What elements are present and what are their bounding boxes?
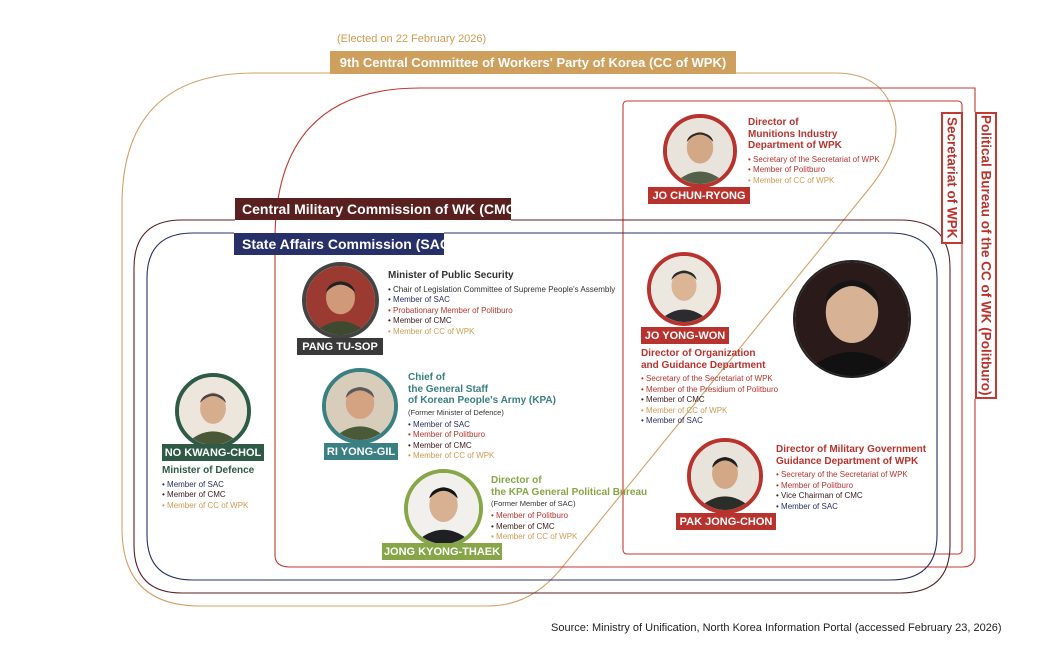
role-item: Secretary of the Secretariat of WPK xyxy=(776,470,926,481)
title-line: Minister of Public Security xyxy=(388,270,514,281)
person-icon xyxy=(306,266,375,335)
title-line: and Guidance Department xyxy=(641,359,766,371)
title-line: Director of Military Government xyxy=(776,444,927,455)
nametag-jong-kyong-thaek: JONG KYONG-THAEK xyxy=(382,543,502,560)
person-icon xyxy=(691,442,759,510)
role-item: Member of Politburo xyxy=(748,165,880,176)
role-item: Member of the Presidium of Politburo xyxy=(641,385,778,396)
role-item: Secretary of the Secretariat of WPK xyxy=(748,155,880,166)
title-line: Munitions Industry xyxy=(748,128,838,140)
secretariat-label: Secretariat of WPK xyxy=(941,112,963,244)
info-jo-chun-ryong: Director of Munitions Industry Departmen… xyxy=(748,117,880,186)
role-item: Probationary Member of Politburo xyxy=(388,306,615,317)
former-role-note: (Former Minister of Defence) xyxy=(408,407,504,417)
portrait-large-leader xyxy=(793,260,911,378)
cmc-label: Central Military Commission of WK (CMC) xyxy=(235,198,520,220)
person-icon xyxy=(667,118,733,184)
cc-wpk-label: 9th Central Committee of Workers' Party … xyxy=(330,51,736,74)
person-icon xyxy=(326,372,394,440)
role-item: Member of SAC xyxy=(388,295,615,306)
role-item: Member of CC of WPK xyxy=(641,406,778,417)
title-line: Director of Organization xyxy=(641,348,756,359)
title-line: Department of WPK xyxy=(748,140,842,151)
role-item: Member of CMC xyxy=(641,395,778,406)
role-item: Member of SAC xyxy=(776,502,926,513)
portrait-pang-tu-sop xyxy=(302,262,379,339)
info-ri-yong-gil: Chief of the General Staff of Korean Peo… xyxy=(408,372,556,462)
role-item: Vice Chairman of CMC xyxy=(776,491,926,502)
role-item: Member of SAC xyxy=(162,480,254,491)
role-item: Member of CMC xyxy=(491,522,647,533)
person-icon xyxy=(408,473,479,544)
role-item: Member of Politburo xyxy=(491,511,647,522)
info-no-kwang-chol: Minister of Defence Member of SAC Member… xyxy=(162,465,254,511)
portrait-jong-kyong-thaek xyxy=(404,469,483,548)
nametag-ri-yong-gil: RI YONG-GIL xyxy=(324,443,398,460)
role-item: Member of CC of WPK xyxy=(491,532,647,543)
role-item: Member of CMC xyxy=(408,441,556,452)
title-line: Chief of xyxy=(408,372,446,383)
source-note: Source: Ministry of Unification, North K… xyxy=(551,622,1002,634)
info-pang-tu-sop: Minister of Public Security Chair of Leg… xyxy=(388,270,615,337)
title-line: Minister of Defence xyxy=(162,465,255,476)
person-icon xyxy=(179,377,247,445)
title-line: Director of xyxy=(491,475,542,486)
politburo-label: Political Bureau of the CC of WK (Politb… xyxy=(975,112,997,399)
title-line: the KPA General Political Bureau xyxy=(491,486,648,498)
role-item: Member of Politburo xyxy=(408,430,556,441)
title-line: Director of xyxy=(748,117,799,128)
info-jong-kyong-thaek: Director of the KPA General Political Bu… xyxy=(491,475,647,543)
portrait-no-kwang-chol xyxy=(175,373,251,449)
nametag-jo-yong-won: JO YONG-WON xyxy=(641,327,729,344)
portrait-ri-yong-gil xyxy=(322,368,398,444)
former-role-note: (Former Member of SAC) xyxy=(491,499,576,508)
role-item: Member of SAC xyxy=(641,416,778,427)
portrait-jo-chun-ryong xyxy=(663,114,737,188)
info-pak-jong-chon: Director of Military Government Guidance… xyxy=(776,444,926,512)
role-item: Member of CC of WPK xyxy=(388,327,615,338)
role-item: Member of CC of WPK xyxy=(408,451,556,462)
person-icon xyxy=(795,262,909,376)
role-item: Member of CMC xyxy=(162,490,254,501)
title-line: Guidance Department of WPK xyxy=(776,455,919,467)
nametag-pang-tu-sop: PANG TU-SOP xyxy=(297,338,383,355)
nametag-jo-chun-ryong: JO CHUN-RYONG xyxy=(648,187,750,204)
role-item: Member of CC of WPK xyxy=(748,176,880,187)
nametag-no-kwang-chol: NO KWANG-CHOL xyxy=(162,444,264,461)
role-item: Secretary of the Secretariat of WPK xyxy=(641,374,778,385)
role-item: Member of SAC xyxy=(408,420,556,431)
role-item: Member of CMC xyxy=(388,316,615,327)
role-item: Member of Politburo xyxy=(776,481,926,492)
title-line: of Korean People's Army (KPA) xyxy=(408,395,556,406)
role-item: Chair of Legislation Committee of Suprem… xyxy=(388,285,615,296)
elected-note: (Elected on 22 February 2026) xyxy=(337,33,487,45)
portrait-jo-yong-won xyxy=(647,252,721,326)
role-item: Member of CC of WPK xyxy=(162,501,254,512)
nametag-pak-jong-chon: PAK JONG-CHON xyxy=(676,513,776,530)
person-icon xyxy=(651,256,717,322)
info-jo-yong-won: Director of Organization and Guidance De… xyxy=(641,348,778,427)
title-line: the General Staff xyxy=(408,383,489,395)
sac-label: State Affairs Commission (SAC) xyxy=(234,233,455,255)
portrait-pak-jong-chon xyxy=(687,438,763,514)
